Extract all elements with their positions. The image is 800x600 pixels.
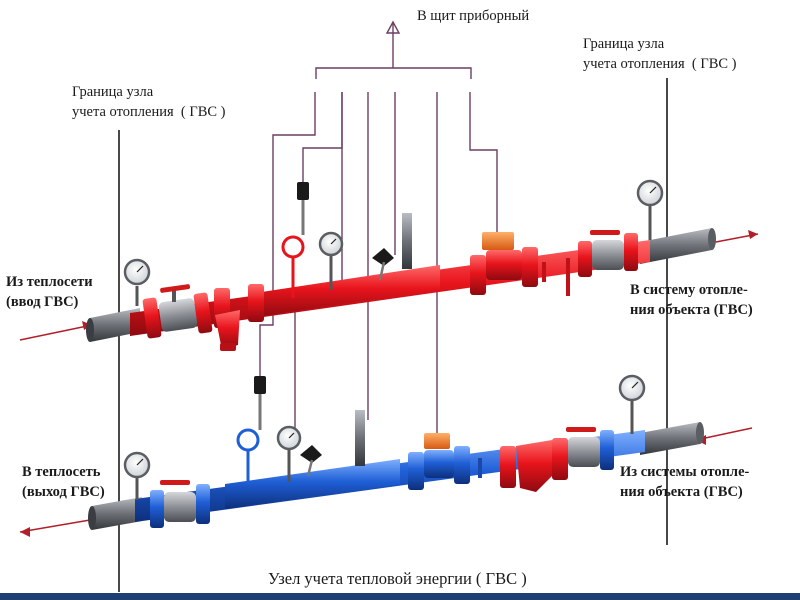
return-pipeline	[19, 374, 753, 537]
from-network-label: Из теплосети (ввод ГВС)	[6, 274, 93, 310]
to-system-label: В систему отопле- ния объекта (ГВС)	[630, 282, 753, 318]
signal-lines	[259, 22, 498, 440]
boundary-label-left: Граница узла учета отопления ( ГВС )	[72, 84, 226, 120]
diagram-caption: Узел учета тепловой энергии ( ГВС )	[268, 569, 527, 588]
boundary-label-right: Граница узла учета отопления ( ГВС )	[583, 36, 737, 72]
to-network-label: В теплосеть (выход ГВС)	[22, 464, 105, 500]
panel-label: В щит приборный	[417, 8, 530, 24]
supply-pipeline	[19, 179, 759, 351]
from-system-label: Из системы отопле- ния объекта (ГВС)	[620, 464, 750, 500]
panel-arrow-head	[385, 20, 401, 34]
bottom-bar	[0, 593, 800, 600]
